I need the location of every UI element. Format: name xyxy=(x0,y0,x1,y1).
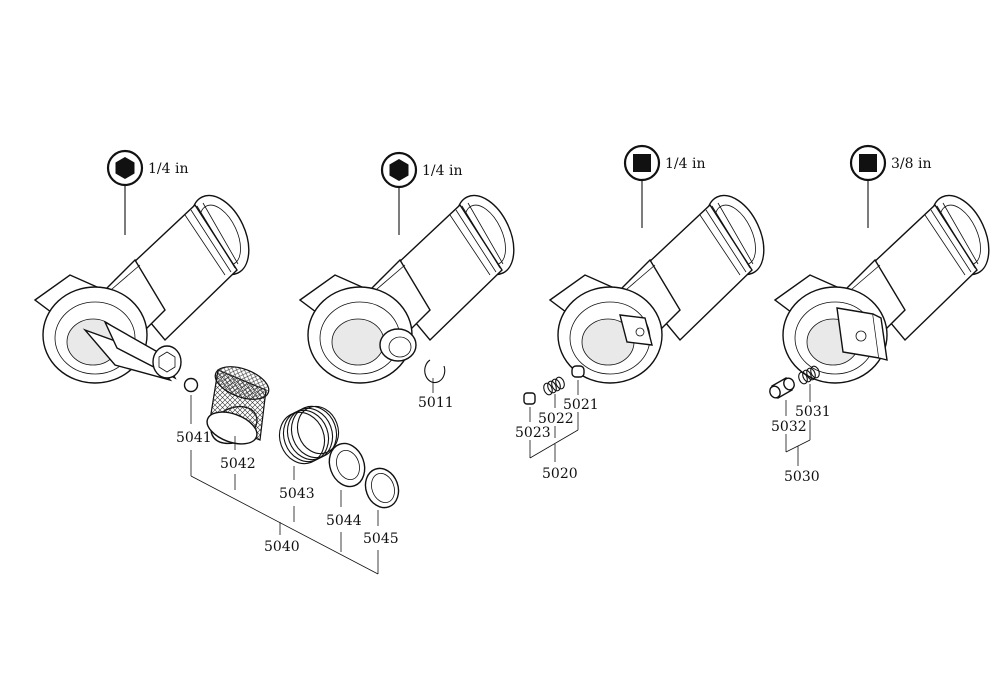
part-label-5020: 5020 xyxy=(542,466,578,482)
part-label-5011: 5011 xyxy=(418,395,454,411)
badge-label-1: 1/4 in xyxy=(148,161,188,177)
tool-3-group: 1/4 in 5021 5022 5023 5020 xyxy=(515,144,777,482)
tool-4-group: 3/8 in 5031 5032 5030 xyxy=(769,144,1000,485)
snap-ring-5011 xyxy=(424,359,446,384)
tool-2-group: 1/4 in 5011 xyxy=(299,151,527,411)
tool-1-group: 1/4 in xyxy=(34,149,400,575)
knurled-sleeve-5042 xyxy=(206,366,270,445)
part-label-5041: 5041 xyxy=(176,430,212,446)
ball-5021 xyxy=(571,365,585,378)
part-label-5032: 5032 xyxy=(771,419,807,435)
square-badge-2 xyxy=(849,144,887,228)
square-badge-1 xyxy=(623,144,661,228)
ring-5044 xyxy=(328,442,366,488)
detent-pin-5023 xyxy=(523,392,536,405)
ring-5045 xyxy=(364,467,400,509)
part-label-5022: 5022 xyxy=(538,411,574,427)
spring-5043 xyxy=(278,405,340,465)
spring-5022 xyxy=(543,376,565,396)
plunger-5032 xyxy=(769,377,795,399)
part-label-5040: 5040 xyxy=(264,539,300,555)
hex-badge-1 xyxy=(106,149,144,235)
hex-badge-2 xyxy=(380,151,418,235)
part-label-5031: 5031 xyxy=(795,404,831,420)
part-label-5042: 5042 xyxy=(220,456,256,472)
badge-label-3: 1/4 in xyxy=(665,156,705,172)
part-label-5043: 5043 xyxy=(279,486,315,502)
part-label-5045: 5045 xyxy=(363,531,399,547)
part-label-5023: 5023 xyxy=(515,425,551,441)
part-label-5030: 5030 xyxy=(784,469,820,485)
badge-label-4: 3/8 in xyxy=(891,156,931,172)
part-label-5021: 5021 xyxy=(563,397,599,413)
badge-label-2: 1/4 in xyxy=(422,163,462,179)
spring-5031 xyxy=(798,365,820,385)
part-label-5044: 5044 xyxy=(326,513,362,529)
ball-part-5041 xyxy=(183,377,199,393)
